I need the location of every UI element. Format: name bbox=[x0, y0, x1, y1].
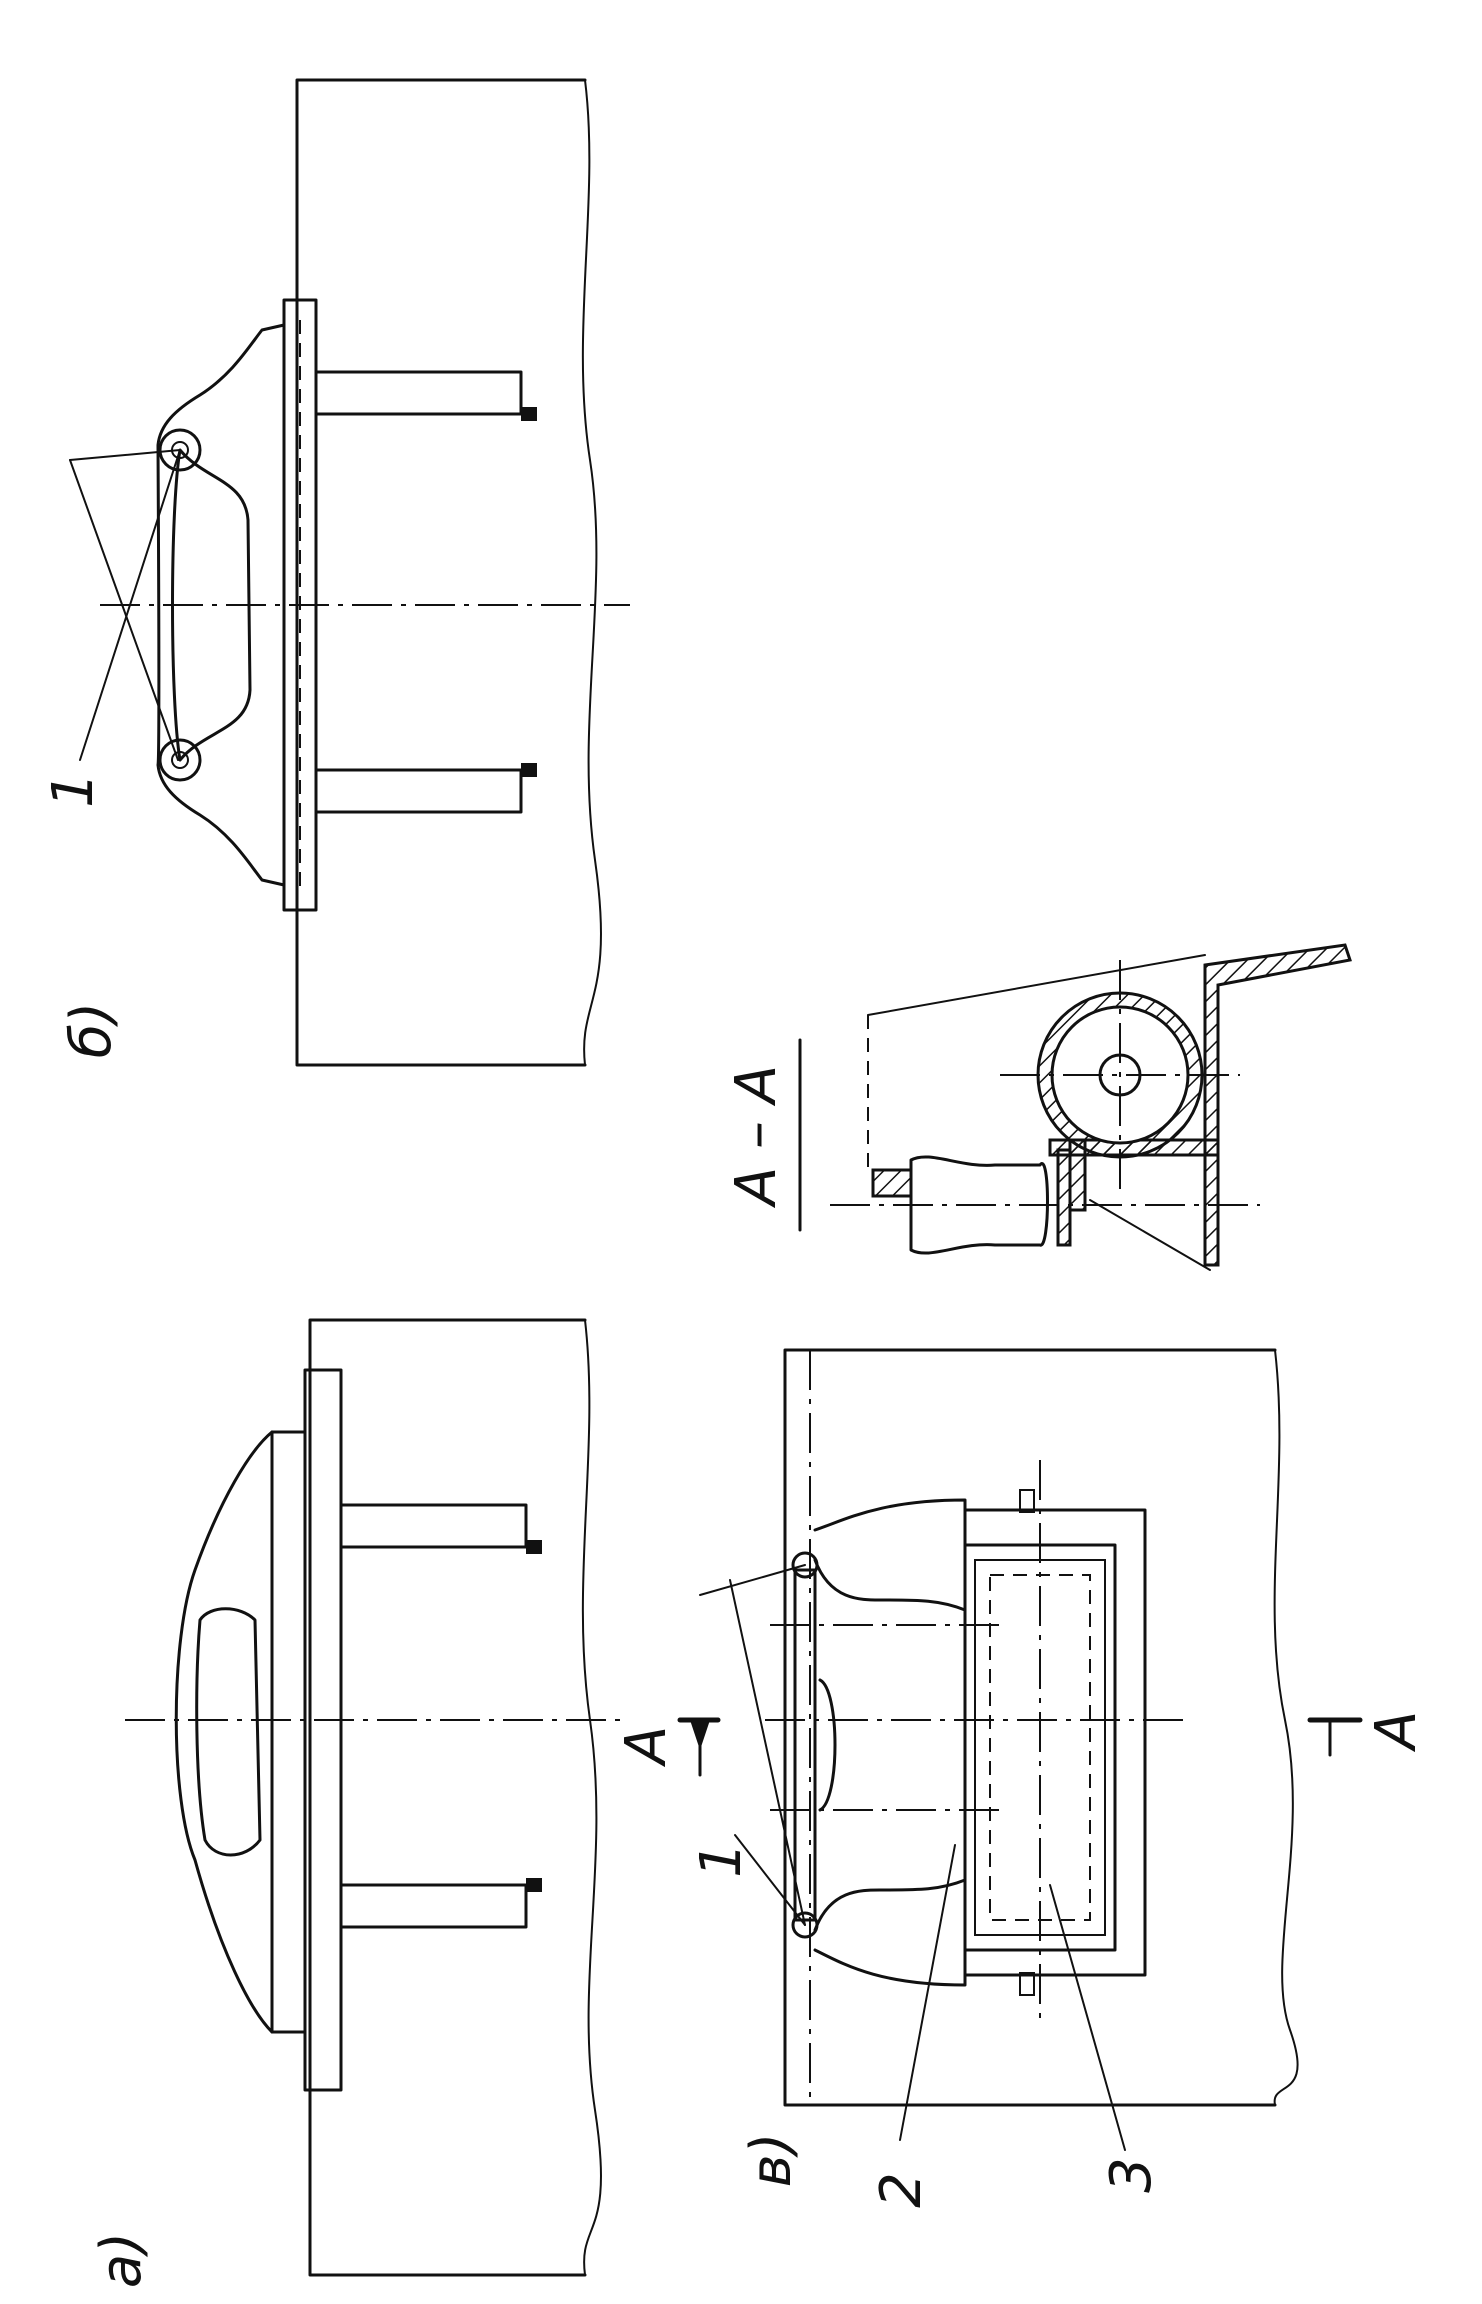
view-v-leader-1b bbox=[699, 1564, 806, 1596]
view-v-callout-2: 2 bbox=[869, 2172, 934, 2208]
view-v-deck-break bbox=[1273, 1349, 1299, 2106]
section-a-a: А – А bbox=[724, 943, 1352, 1271]
section-roller-drum bbox=[1000, 960, 1240, 1190]
section-bracket-web bbox=[1068, 1138, 1087, 1212]
view-v-fairlead-neck bbox=[818, 1678, 837, 1812]
view-v-callout-3: 3 bbox=[1099, 2157, 1164, 2193]
view-v-roller-shaft-ends bbox=[1019, 1489, 1035, 1996]
section-deck-line bbox=[867, 954, 1206, 1016]
view-b-fairlead-opening bbox=[171, 448, 252, 762]
view-v-fairlead-lobe-lower bbox=[813, 1878, 967, 1932]
view-b-bolt-lower bbox=[314, 763, 537, 814]
view-b-deck-break bbox=[581, 79, 602, 1066]
view-a-fairlead-body bbox=[174, 1430, 274, 2034]
view-a-deck-break bbox=[581, 1319, 602, 2276]
view-a-label: а) bbox=[89, 2232, 154, 2288]
view-b-deck-outline bbox=[295, 78, 587, 1067]
view-b-roller-lower bbox=[158, 738, 202, 782]
view-v-leader-1 bbox=[734, 1834, 806, 1926]
view-v-roller-upper bbox=[791, 1551, 819, 1579]
view-v-link-bar bbox=[793, 1568, 817, 1922]
section-marker-upper: А bbox=[614, 1717, 721, 1777]
section-bulwark bbox=[1203, 943, 1352, 1267]
section-vertical-roller bbox=[830, 1155, 1260, 1255]
view-a-bolt-lower bbox=[339, 1878, 542, 1929]
view-b: 1 б) bbox=[41, 78, 630, 1067]
view-v-label: в) bbox=[739, 2133, 804, 2188]
section-marker-letter-upper: А bbox=[614, 1726, 679, 1767]
view-v-roller-lower bbox=[791, 1911, 819, 1939]
section-base-line bbox=[1089, 1199, 1211, 1271]
section-marker-letter-lower: А bbox=[1364, 1711, 1429, 1752]
view-b-label: б) bbox=[59, 1002, 124, 1058]
view-v-leader-2 bbox=[899, 1844, 956, 2141]
view-v-deck-outline bbox=[783, 1348, 1277, 2107]
view-b-bolt-upper bbox=[314, 370, 537, 421]
view-a: а) bbox=[89, 1318, 620, 2288]
view-a-bolt-upper bbox=[339, 1503, 542, 1554]
view-a-inner-plate bbox=[270, 1430, 307, 2034]
view-v-callout-1: 1 bbox=[689, 1842, 754, 1878]
view-b-callout-1: 1 bbox=[41, 772, 106, 808]
view-a-fairlead-opening bbox=[195, 1607, 262, 1857]
section-bracket-flange bbox=[1056, 1148, 1072, 1247]
view-b-leader-line bbox=[69, 459, 179, 761]
view-a-deck-outline bbox=[308, 1318, 587, 2277]
view-b-leader-line-3 bbox=[79, 449, 181, 761]
view-v-leader-3 bbox=[1049, 1884, 1126, 2151]
view-v: А А 1 2 3 в) bbox=[614, 1348, 1429, 2208]
section-title: А – А bbox=[724, 1065, 789, 1208]
section-marker-lower: А bbox=[1307, 1711, 1429, 1757]
view-v-fairlead-lobe-upper bbox=[813, 1558, 967, 1612]
view-v-leader-1c bbox=[729, 1579, 806, 1926]
view-b-fairlead-body bbox=[156, 323, 286, 887]
view-b-leader-line-2 bbox=[69, 449, 181, 461]
